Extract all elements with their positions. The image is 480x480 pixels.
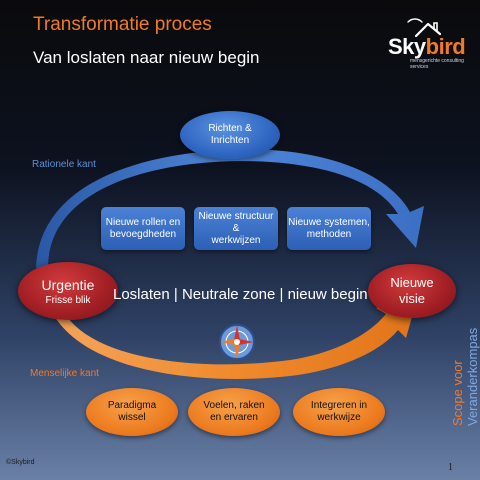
rational-box-line1: Nieuwe structuur & xyxy=(198,210,274,234)
new-vision-node-line1: Nieuwe xyxy=(390,275,434,290)
new-vision-node: Nieuwe visie xyxy=(368,264,456,318)
human-side-label: Menselijke kant xyxy=(30,368,99,379)
rational-box-line2: methoden xyxy=(306,228,352,240)
rational-box-line2: bevoegdheden xyxy=(109,228,177,240)
top-node: Richten & Inrichten xyxy=(180,111,280,159)
rational-side-label: Rationele kant xyxy=(32,159,96,170)
human-oval-line1: Integreren in xyxy=(310,400,368,411)
human-oval-line2: en ervaren xyxy=(210,412,258,423)
new-vision-node-line2: visie xyxy=(398,291,425,306)
human-oval-line1: Paradigma xyxy=(107,400,157,411)
transition-phases-text: Loslaten | Neutrale zone | nieuw begin xyxy=(113,286,368,303)
human-arc xyxy=(52,296,418,379)
scope-label: Scope voor Veranderkompas xyxy=(450,316,480,426)
rational-box-line1: Nieuwe rollen en xyxy=(105,216,181,228)
scope-label-line2: Veranderkompas xyxy=(465,327,480,426)
logo-word-bird: bird xyxy=(425,34,466,59)
logo-word-sky: Sky xyxy=(388,34,426,59)
rational-box-line1: Nieuwe systemen, xyxy=(288,216,370,228)
human-oval-line2: werkwijze xyxy=(317,412,361,423)
top-node-line2: Inrichten xyxy=(210,135,250,146)
page-title: Transformatie proces xyxy=(33,14,212,35)
urgency-node: Urgentie Frisse blik xyxy=(18,262,118,320)
urgency-node-line2: Frisse blik xyxy=(45,294,91,306)
urgency-node-line1: Urgentie xyxy=(41,276,95,293)
compass-icon xyxy=(219,324,255,360)
skybird-logo: Skybird mensgerichte consulting services xyxy=(384,14,466,74)
rational-box-line2: werkwijzen xyxy=(211,234,261,246)
rational-box: Nieuwe systemen,methoden xyxy=(287,207,371,250)
human-oval-line1: Voelen, raken xyxy=(203,400,265,411)
rational-box: Nieuwe structuur &werkwijzen xyxy=(194,207,278,250)
logo-tagline: mensgerichte consulting services xyxy=(410,58,464,70)
page-number: 1 xyxy=(448,462,453,473)
logo-wordmark: Skybird xyxy=(388,34,466,60)
copyright-text: ©Skybird xyxy=(6,459,35,466)
bird-house-icon xyxy=(407,18,442,38)
scope-label-line1: Scope voor xyxy=(450,360,465,426)
human-oval-line2: wissel xyxy=(118,412,146,423)
page-subtitle: Van loslaten naar nieuw begin xyxy=(33,48,260,67)
top-node-line1: Richten & xyxy=(208,123,252,134)
